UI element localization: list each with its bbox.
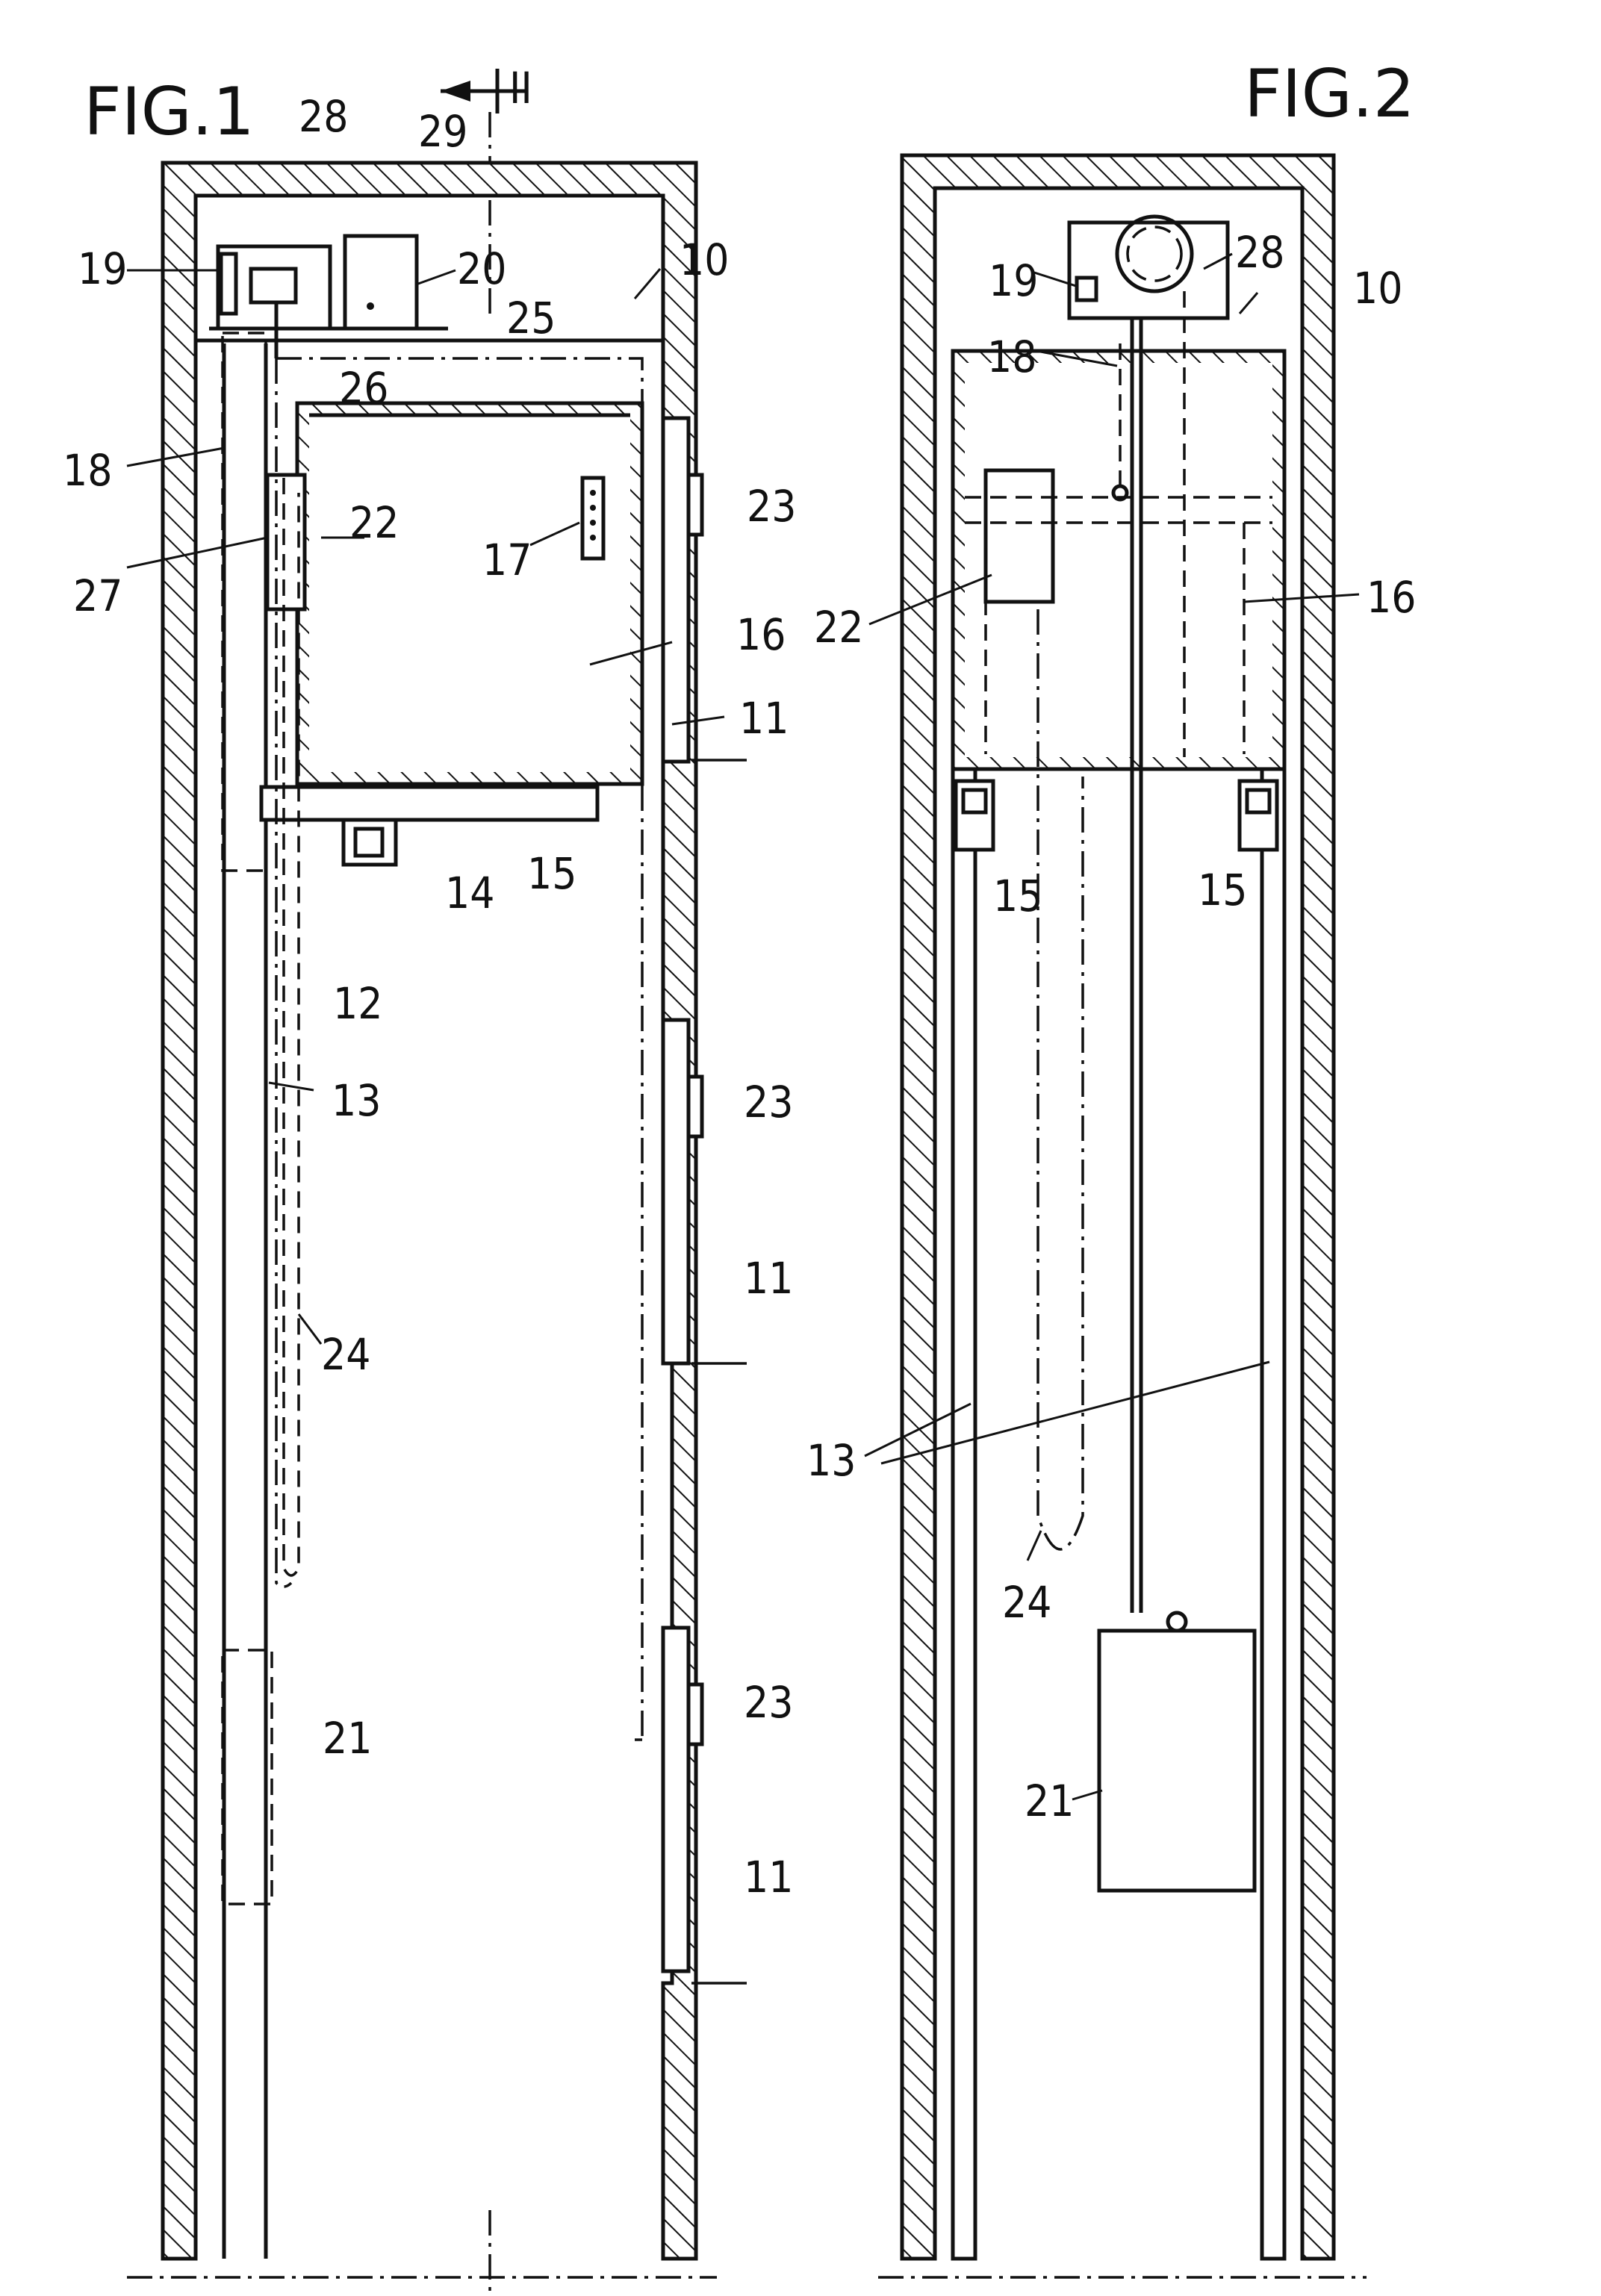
fig1-ref-10: 10	[680, 234, 729, 285]
fig1-ref-27: 27	[73, 570, 122, 621]
fig1-ref-26: 26	[339, 363, 388, 414]
fig2-ref-24: 24	[1002, 1577, 1051, 1628]
fig1-ref-25: 25	[506, 293, 556, 343]
fig2-ref-10: 10	[1353, 263, 1402, 314]
fig2-ref-13: 13	[806, 1435, 856, 1486]
fig2-car	[953, 351, 1284, 769]
fig1-ref-19: 19	[78, 243, 127, 294]
fig1-ref-15: 15	[527, 848, 576, 899]
section-mark-bottom	[418, 2210, 500, 2296]
fig2-title: FIG.2	[1244, 55, 1415, 132]
fig2-ref-22: 22	[814, 602, 863, 653]
fig1-drawing: FIG.1 II	[63, 63, 796, 2296]
elevator-car	[267, 403, 642, 784]
fig2-ref-15a: 15	[993, 871, 1042, 921]
roller-14	[343, 820, 396, 865]
fig1-ref-16: 16	[736, 609, 786, 660]
fig1-ref-14: 14	[445, 868, 494, 918]
fig1-ref-11b: 11	[744, 1253, 793, 1304]
fig2-counterweight	[1099, 1631, 1255, 1891]
fig1-ref-13: 13	[332, 1075, 381, 1126]
fig1-ref-11c: 11	[744, 1852, 793, 1903]
fig2-drive	[1069, 217, 1228, 318]
fig1-ref-28: 28	[299, 91, 348, 142]
fig1-ref-24: 24	[321, 1329, 370, 1380]
controller-box	[345, 236, 417, 329]
fig1-ref-12: 12	[333, 978, 382, 1029]
fig1-ref-20: 20	[457, 243, 506, 294]
fig1-ref-29: 29	[418, 106, 467, 157]
fig1-ref-23c: 23	[744, 1677, 793, 1728]
fig1-title: FIG.1	[84, 73, 255, 150]
fig1-ref-23b: 23	[744, 1077, 793, 1127]
fig1-ref-22: 22	[349, 497, 399, 548]
fig1-ref-18: 18	[63, 445, 112, 496]
fig2-ref-28: 28	[1235, 227, 1284, 278]
fig2-sensor-22	[986, 470, 1053, 602]
fig2-ref-16: 16	[1367, 572, 1416, 623]
fig1-ref-23a: 23	[747, 481, 796, 532]
fig2-drawing: FIG.2	[806, 55, 1416, 2277]
fig1-ref-21: 21	[323, 1713, 372, 1764]
fig2-ref-18: 18	[987, 332, 1036, 382]
fig1-ref-17: 17	[482, 535, 532, 585]
fig2-ref-19: 19	[989, 255, 1038, 306]
fig2-ref-15b: 15	[1198, 865, 1247, 915]
fig1-ref-11a: 11	[739, 693, 789, 744]
section-label-top: II	[509, 63, 532, 113]
fig2-ref-21: 21	[1025, 1776, 1074, 1826]
